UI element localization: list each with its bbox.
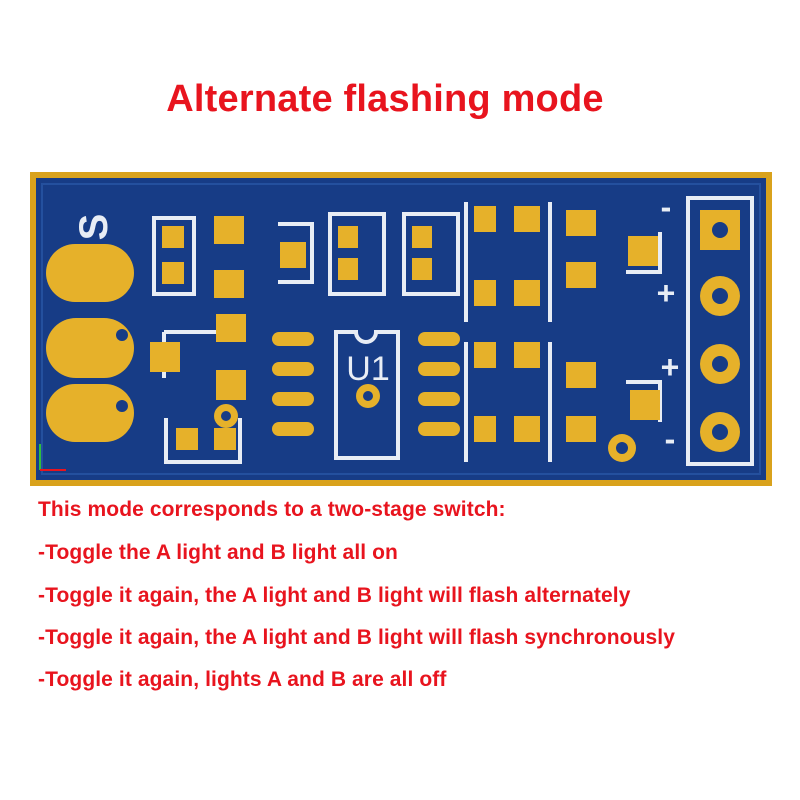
description-line: -Toggle it again, the A light and B ligh…	[38, 584, 631, 607]
silk-s-label: S	[72, 214, 116, 241]
ic-pads	[272, 332, 460, 436]
header-pins	[700, 210, 740, 452]
smd-pads	[150, 206, 660, 450]
description-line: This mode corresponds to a two-stage swi…	[38, 498, 506, 521]
silk-plus-top: +	[657, 275, 676, 311]
vias	[214, 384, 636, 462]
description-line: -Toggle it again, lights A and B are all…	[38, 668, 447, 691]
description-line: -Toggle the A light and B light all on	[38, 541, 398, 564]
silk-u1-label: U1	[346, 350, 389, 388]
axis-indicator	[39, 444, 66, 471]
silk-minus-bottom: -	[665, 421, 676, 457]
silk-minus-top: -	[661, 189, 672, 225]
description-line: -Toggle it again, the A light and B ligh…	[38, 626, 676, 649]
switch-pads	[46, 244, 134, 442]
board-surface	[36, 178, 766, 480]
pcb-board: S	[30, 172, 772, 486]
silk-plus-bottom: +	[661, 349, 680, 385]
page-title: Alternate flashing mode	[166, 78, 604, 120]
